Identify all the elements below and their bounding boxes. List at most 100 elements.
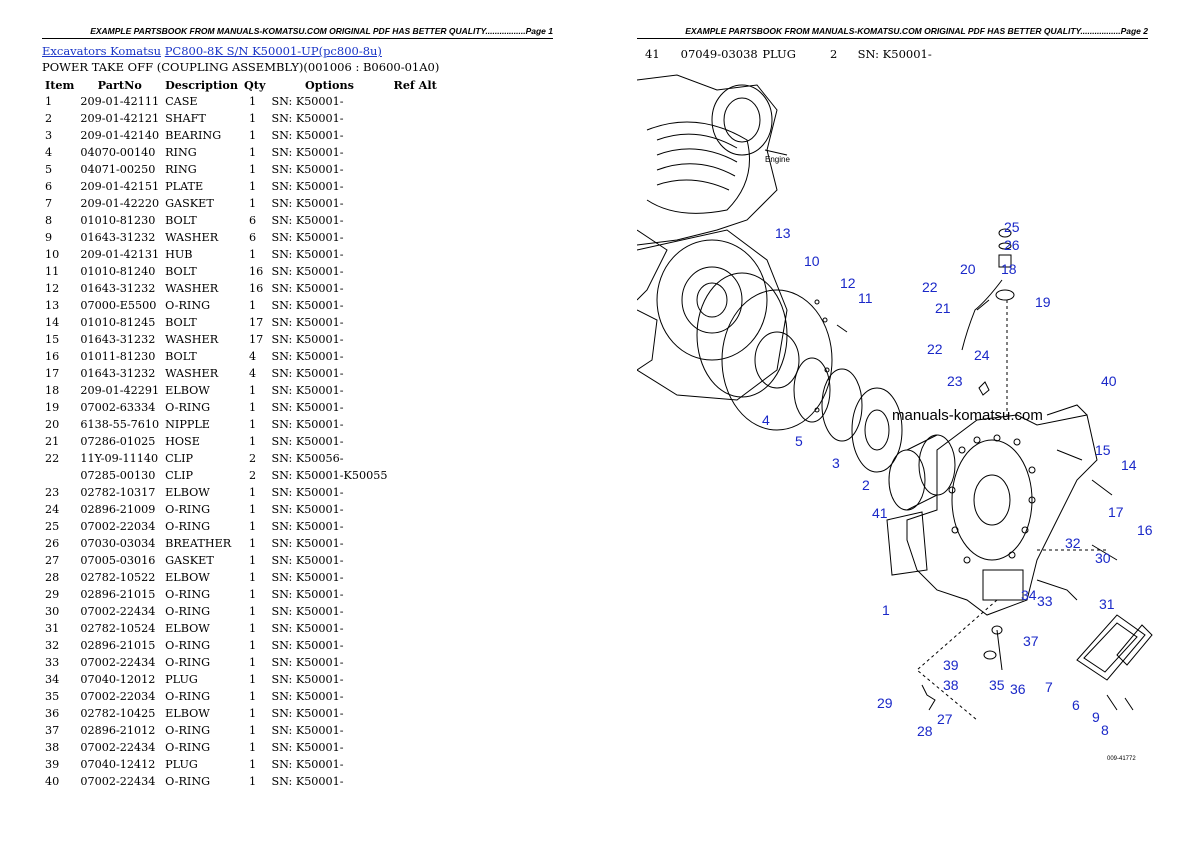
callout-19: 19 — [1035, 294, 1051, 310]
cell-ref-alt — [391, 144, 440, 161]
callout-27: 27 — [937, 711, 953, 727]
cell-description: O-RING — [165, 690, 211, 703]
cell-qty: 1 — [249, 758, 257, 771]
cell-description: O-RING — [165, 724, 211, 737]
cell-partno: 07002-22034 — [80, 690, 156, 703]
cell-qty: 1 — [249, 401, 257, 414]
cell-description: CLIP — [165, 452, 194, 465]
cell-partno: 07040-12412 — [80, 758, 156, 771]
cell-description: BREATHER — [165, 537, 232, 550]
cell-qty: 1 — [249, 112, 257, 125]
cell-qty: 1 — [249, 605, 257, 618]
cell-qty: 1 — [249, 656, 257, 669]
cell-description: HUB — [165, 248, 193, 261]
cell-ref-alt — [391, 433, 440, 450]
cell-item: 6 — [45, 180, 53, 193]
cell-options: SN: K50001- — [271, 129, 344, 142]
cell-qty: 1 — [249, 163, 257, 176]
callout-36: 36 — [1010, 681, 1026, 697]
cell-options: SN: K50001- — [271, 350, 344, 363]
cell-qty: 1 — [249, 622, 257, 635]
cell-description: O-RING — [165, 741, 211, 754]
cell-item: 24 — [45, 503, 60, 516]
cell-qty: 4 — [249, 367, 257, 380]
callout-17: 17 — [1108, 504, 1124, 520]
callout-39: 39 — [943, 657, 959, 673]
cell-qty: 16 — [249, 265, 264, 278]
cell-ref-alt — [391, 229, 440, 246]
callout-35: 35 — [989, 677, 1005, 693]
cell-partno: 04070-00140 — [80, 146, 156, 159]
cell-item: 4 — [45, 146, 53, 159]
cell-qty: 1 — [249, 180, 257, 193]
watermark: manuals-komatsu.com — [892, 407, 1043, 424]
page1-header: EXAMPLE PARTSBOOK FROM MANUALS-KOMATSU.C… — [42, 26, 553, 39]
cell-ref-alt — [391, 484, 440, 501]
cell-description: WASHER — [165, 333, 219, 346]
cell-partno: 02896-21015 — [80, 588, 156, 601]
cell-item: 26 — [45, 537, 60, 550]
cell-ref-alt — [391, 467, 440, 484]
cell-item: 15 — [45, 333, 60, 346]
callout-37: 37 — [1023, 633, 1039, 649]
callout-8: 8 — [1101, 722, 1109, 738]
gasket-7 — [1116, 624, 1153, 666]
cell-description: O-RING — [165, 588, 211, 601]
cell-options: SN: K50001- — [271, 231, 344, 244]
cell-item: 21 — [45, 435, 60, 448]
cell-item: 5 — [45, 163, 53, 176]
cell-options: SN: K50001- — [271, 503, 344, 516]
callout-6: 6 — [1072, 697, 1080, 713]
callout-4: 4 — [762, 412, 770, 428]
col-qty: Qty — [244, 77, 266, 92]
cell-item: 11 — [45, 265, 60, 278]
callout-9: 9 — [1092, 709, 1100, 725]
callout-21: 21 — [935, 300, 951, 316]
cell-options: SN: K50001- — [271, 571, 344, 584]
cell-item: 9 — [45, 231, 53, 244]
cell-item: 30 — [45, 605, 60, 618]
cell-partno: 07002-22034 — [80, 520, 156, 533]
cell-options: SN: K50001- — [271, 758, 344, 771]
cell-qty: 1 — [249, 707, 257, 720]
cell-item: 13 — [45, 299, 60, 312]
cell-description: HOSE — [165, 435, 200, 448]
cell-item: 25 — [45, 520, 60, 533]
cell-ref-alt — [391, 450, 440, 467]
cell-qty: 1 — [249, 486, 257, 499]
cell-description: WASHER — [165, 367, 219, 380]
cell-description: O-RING — [165, 775, 211, 788]
cell-options: SN: K50001- — [271, 639, 344, 652]
cell-description: O-RING — [165, 605, 211, 618]
engine-label: Engine — [765, 155, 790, 164]
cell-partno: 07030-03034 — [80, 537, 156, 550]
cell-description: ELBOW — [165, 707, 210, 720]
cell-description: BOLT — [165, 350, 197, 363]
breadcrumb-link-model[interactable]: PC800-8K S/N K50001-UP(pc800-8u) — [164, 44, 382, 58]
cell-partno: 209-01-42131 — [80, 248, 160, 261]
col-partno: PartNo — [97, 77, 142, 92]
cell-qty: 17 — [249, 333, 264, 346]
breadcrumb-link-excavators[interactable]: Excavators Komatsu — [42, 44, 162, 58]
cell-description: PLATE — [165, 180, 204, 193]
cell-qty: 2 — [249, 452, 257, 465]
cell-options: SN: K50001- — [271, 248, 344, 261]
callout-24: 24 — [974, 347, 990, 363]
cell-ref-alt — [391, 110, 440, 127]
cell-item: 38 — [45, 741, 60, 754]
cell-options: SN: K50001- — [271, 537, 344, 550]
